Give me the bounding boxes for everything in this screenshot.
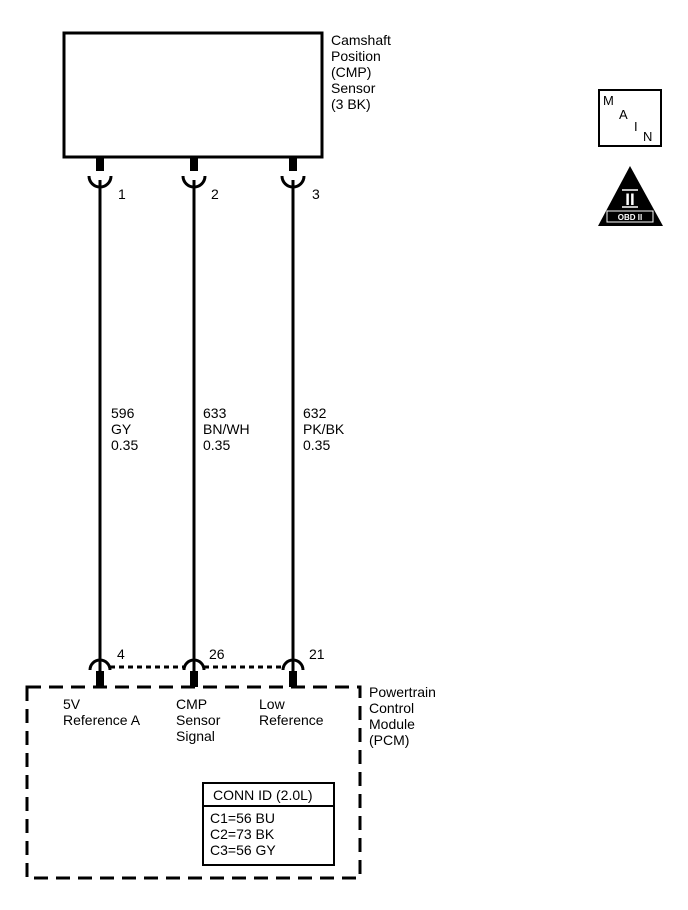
sensor-pin-2: 2 (211, 186, 219, 202)
sensor-name-line-2: Position (331, 48, 381, 64)
wire-3-circuit: 632 (303, 405, 327, 421)
sensor-box (62, 31, 324, 159)
wire-2-gauge: 0.35 (203, 437, 230, 453)
pcm-name-line-2: Control (369, 700, 414, 716)
pcm-terminal-21: 21 (281, 646, 325, 687)
main-letter-a: A (619, 107, 628, 122)
terminal-label-1-line-2: Reference A (63, 712, 141, 728)
wire-3-gauge: 0.35 (303, 437, 330, 453)
sensor-name-line-1: Camshaft (331, 32, 391, 48)
conn-id-row-1: C1=56 BU (210, 810, 275, 826)
sensor-terminal-2: 2 (181, 157, 219, 202)
pcm-name-line-3: Module (369, 716, 415, 732)
wire-1-gauge: 0.35 (111, 437, 138, 453)
terminal-label-1-line-1: 5V (63, 696, 81, 712)
sensor-terminal-1: 1 (87, 157, 126, 202)
wire-3: 632 PK/BK 0.35 (291, 180, 345, 672)
pcm-pin-26: 26 (209, 646, 225, 662)
cmp-sensor: Camshaft Position (CMP) Sensor (3 BK) (62, 31, 391, 159)
conn-id-title: CONN ID (2.0L) (213, 787, 313, 803)
obd-text: OBD II (618, 213, 642, 222)
main-letter-m: M (603, 93, 614, 108)
obd-ii-badge: II OBD II (598, 166, 663, 226)
pcm-module: Powertrain Control Module (PCM) 5V Refer… (25, 684, 436, 880)
wire-2-circuit: 633 (203, 405, 227, 421)
sensor-name-line-4: Sensor (331, 80, 376, 96)
wire-3-color: PK/BK (303, 421, 345, 437)
pcm-name-line-1: Powertrain (369, 684, 436, 700)
wire-1-color: GY (111, 421, 132, 437)
main-badge: M A I N (598, 89, 662, 147)
wire-2-color: BN/WH (203, 421, 250, 437)
pcm-terminal-4: 4 (88, 646, 125, 687)
conn-id-row-2: C2=73 BK (210, 826, 275, 842)
pcm-name-line-4: (PCM) (369, 732, 409, 748)
wire-1: 596 GY 0.35 (98, 180, 138, 672)
pcm-pin-4: 4 (117, 646, 125, 662)
obd-numeral: II (625, 190, 634, 209)
terminal-label-3-line-2: Reference (259, 712, 324, 728)
main-letter-i: I (634, 119, 638, 134)
terminal-label-2-line-1: CMP (176, 696, 207, 712)
wire-2: 633 BN/WH 0.35 (192, 180, 250, 672)
wire-1-circuit: 596 (111, 405, 135, 421)
sensor-terminal-3: 3 (280, 157, 320, 202)
pcm-terminal-26: 26 (182, 646, 225, 687)
sensor-name-line-3: (CMP) (331, 64, 371, 80)
pcm-pin-21: 21 (309, 646, 325, 662)
terminal-label-2-line-2: Sensor (176, 712, 221, 728)
terminal-label-3-line-1: Low (259, 696, 286, 712)
sensor-name-line-5: (3 BK) (331, 96, 371, 112)
conn-id-table: CONN ID (2.0L) C1=56 BU C2=73 BK C3=56 G… (202, 782, 335, 866)
main-letter-n: N (643, 129, 652, 144)
conn-id-row-3: C3=56 GY (210, 842, 276, 858)
sensor-pin-3: 3 (312, 186, 320, 202)
pcm-box (25, 685, 362, 880)
terminal-label-2-line-3: Signal (176, 728, 215, 744)
sensor-pin-1: 1 (118, 186, 126, 202)
